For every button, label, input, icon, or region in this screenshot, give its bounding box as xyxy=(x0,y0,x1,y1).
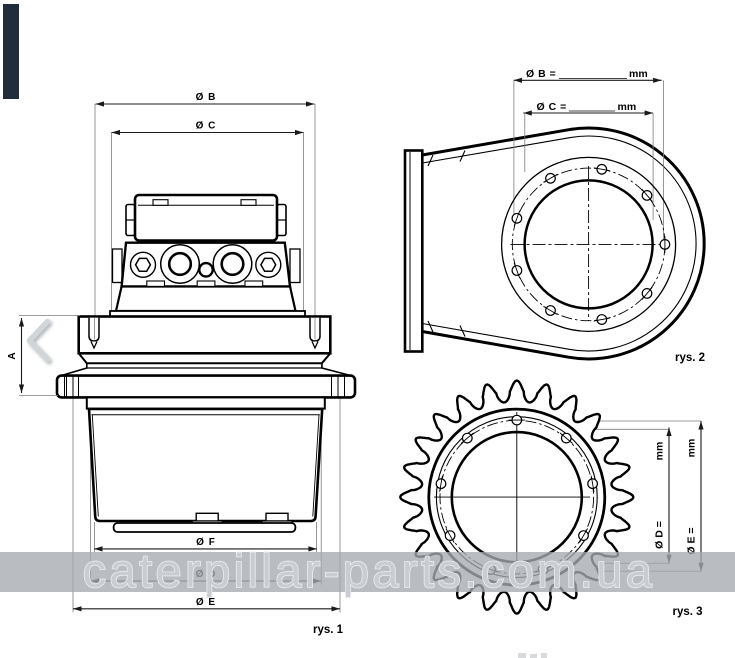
svg-text:caterpillar-parts.com.ua: caterpillar-parts.com.ua xyxy=(83,544,656,597)
svg-text:mm: mm xyxy=(686,439,698,458)
svg-text:rys. 3: rys. 3 xyxy=(672,606,702,618)
svg-text:Ø B =: Ø B = xyxy=(526,68,556,80)
svg-text:rys. 2: rys. 2 xyxy=(675,352,705,364)
svg-text:rys. 1: rys. 1 xyxy=(313,624,344,636)
svg-text:mm: mm xyxy=(618,101,637,113)
svg-text:Ø C: Ø C xyxy=(196,121,217,132)
svg-text:Ø E =: Ø E = xyxy=(686,527,698,554)
svg-text:Ø C =: Ø C = xyxy=(537,101,567,113)
svg-text:A: A xyxy=(7,352,18,359)
svg-text:Ø B: Ø B xyxy=(196,92,217,103)
svg-text:Ø E: Ø E xyxy=(196,597,216,608)
svg-text:Ø F: Ø F xyxy=(196,537,216,548)
svg-text:Ø D =: Ø D = xyxy=(654,521,666,549)
svg-text:mm: mm xyxy=(629,68,648,80)
svg-text:mm: mm xyxy=(654,442,666,461)
